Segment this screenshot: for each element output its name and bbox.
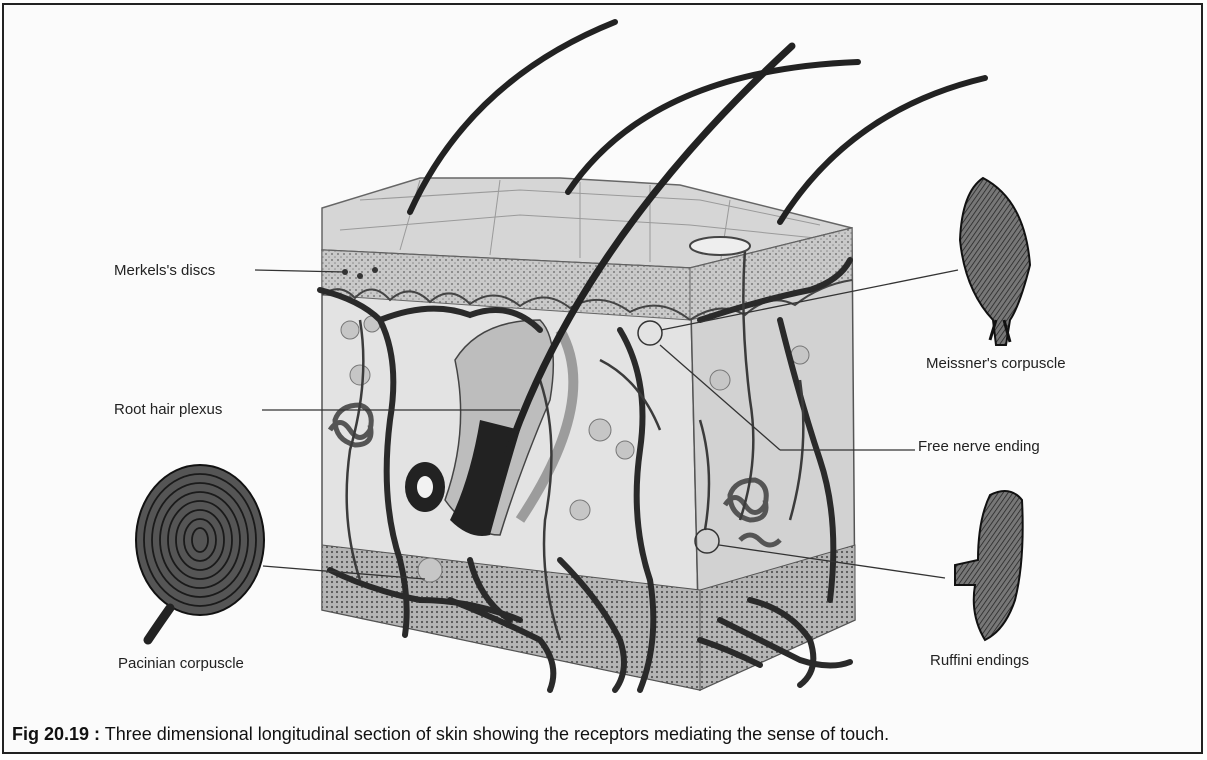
ruffini-endings-illustration [955,491,1023,640]
meissners-corpuscle-illustration [960,178,1030,345]
caption-text: Three dimensional longitudinal section o… [100,724,889,744]
figure-caption: Fig 20.19 : Three dimensional longitudin… [12,724,889,745]
label-meissners-corpuscle: Meissner's corpuscle [926,355,1066,373]
label-merkels-discs: Merkels's discs [114,262,215,280]
figure-number: Fig 20.19 : [12,724,100,744]
label-free-nerve-ending: Free nerve ending [918,438,1040,456]
label-ruffini-endings: Ruffini endings [930,652,1029,670]
skin-block [322,178,855,690]
label-pacinian-corpuscle: Pacinian corpuscle [118,655,244,673]
label-root-hair-plexus: Root hair plexus [114,401,222,419]
pacinian-corpuscle-illustration [136,465,264,640]
